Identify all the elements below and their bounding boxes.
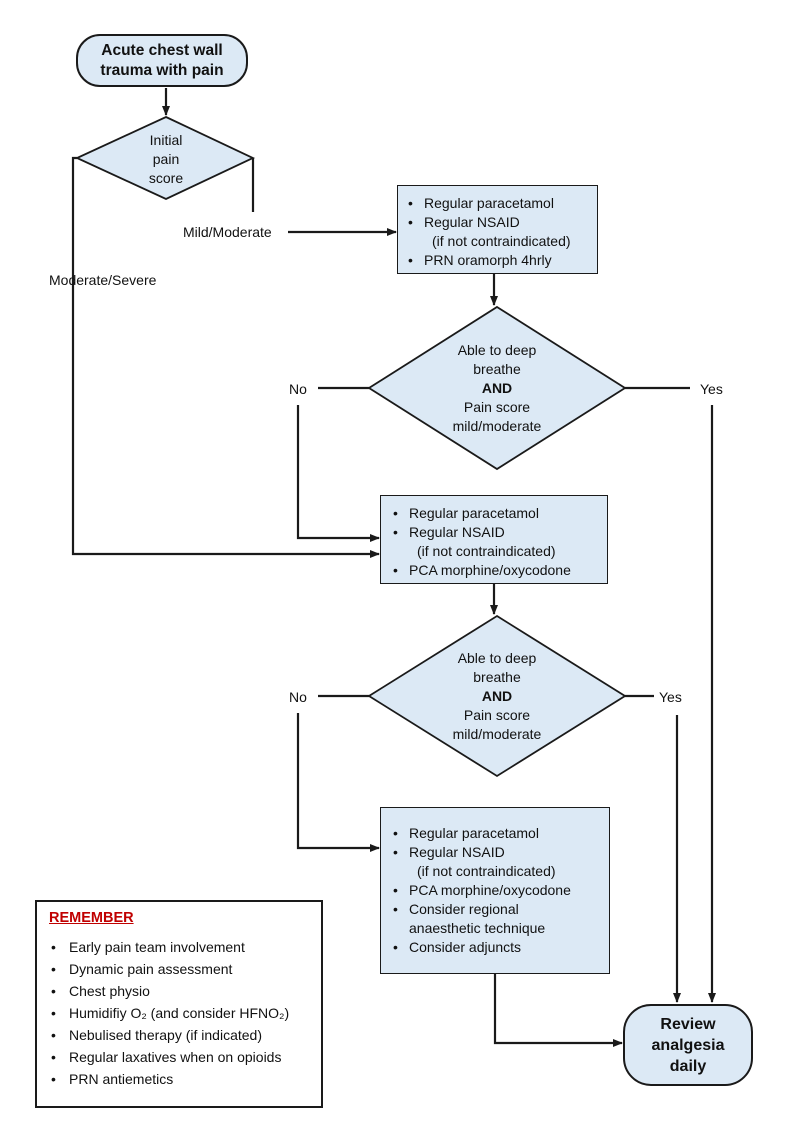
initial-pain-diamond: [74, 116, 256, 200]
initial-line-1: Initial: [149, 132, 183, 148]
box2-item: PCA morphine/oxycodone: [389, 561, 601, 580]
breathe1-line-1: Able to deep: [457, 342, 537, 358]
initial-line-2: pain: [152, 151, 180, 167]
breathe2-line-4: mild/moderate: [452, 726, 542, 742]
box1-item: PRN oramorph 4hrly: [404, 251, 591, 270]
start-line-1: Acute chest wall: [101, 41, 223, 59]
breathe1-line-2: breathe: [473, 361, 521, 377]
initial-line-3: score: [148, 170, 184, 186]
box3-item: Regular paracetamol: [389, 824, 603, 843]
box1-item: Regular NSAID(if not contraindicated): [404, 213, 591, 251]
remember-item: Nebulised therapy (if indicated): [49, 1024, 313, 1046]
breathe-diamond-1: [367, 305, 627, 471]
breathe2-and: AND: [481, 688, 513, 704]
initial-pain-text: Initial pain score: [116, 131, 216, 188]
remember-item: Dynamic pain assessment: [49, 958, 313, 980]
breathe-diamond-2: [367, 614, 627, 778]
box2-item: Regular paracetamol: [389, 504, 601, 523]
box1-item: Regular paracetamol: [404, 194, 591, 213]
treatment-box-3: Regular paracetamol Regular NSAID(if not…: [380, 807, 610, 974]
review-terminator: Review analgesia daily: [623, 1004, 753, 1086]
label-no-1: No: [289, 381, 307, 397]
start-terminator: Acute chest wall trauma with pain: [76, 34, 248, 87]
treatment-box-1: Regular paracetamol Regular NSAID(if not…: [397, 185, 598, 274]
remember-box: REMEMBER Early pain team involvement Dyn…: [35, 900, 323, 1108]
remember-item: Chest physio: [49, 980, 313, 1002]
remember-item: PRN antiemetics: [49, 1068, 313, 1090]
label-moderate-severe: Moderate/Severe: [49, 272, 157, 288]
breathe1-line-3: Pain score: [463, 399, 531, 415]
remember-item: Humidifiy O₂ (and consider HFNO₂): [49, 1002, 313, 1024]
remember-title: REMEMBER: [49, 910, 134, 926]
breathe2-line-3: Pain score: [463, 707, 531, 723]
start-line-2: trauma with pain: [100, 61, 224, 79]
end-line-3: daily: [669, 1057, 707, 1075]
breathe-1-text: Able to deep breathe AND Pain score mild…: [432, 341, 562, 436]
breathe-2-text: Able to deep breathe AND Pain score mild…: [432, 649, 562, 744]
box3-item: Consider adjuncts: [389, 938, 603, 957]
label-yes-1: Yes: [700, 381, 723, 397]
treatment-box-2: Regular paracetamol Regular NSAID(if not…: [380, 495, 608, 584]
label-yes-2: Yes: [659, 689, 682, 705]
box3-item: Regular NSAID(if not contraindicated): [389, 843, 603, 881]
label-mild-moderate: Mild/Moderate: [183, 224, 272, 240]
remember-item: Regular laxatives when on opioids: [49, 1046, 313, 1068]
remember-item: Early pain team involvement: [49, 936, 313, 958]
breathe1-and: AND: [481, 380, 513, 396]
end-line-2: analgesia: [651, 1036, 725, 1054]
breathe2-line-1: Able to deep: [457, 650, 537, 666]
end-line-1: Review: [660, 1015, 716, 1033]
label-no-2: No: [289, 689, 307, 705]
box3-item: PCA morphine/oxycodone: [389, 881, 603, 900]
breathe2-line-2: breathe: [473, 669, 521, 685]
box2-item: Regular NSAID(if not contraindicated): [389, 523, 601, 561]
breathe1-line-4: mild/moderate: [452, 418, 542, 434]
